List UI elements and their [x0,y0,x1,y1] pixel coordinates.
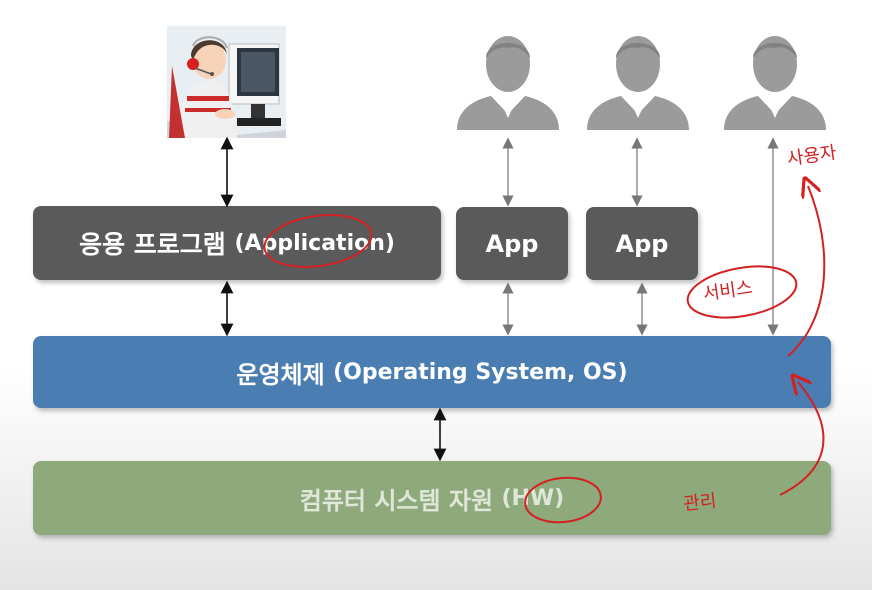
app-label: App [485,229,539,258]
operator-photo [167,26,286,138]
user-icon [583,30,693,130]
app-label: App [615,229,669,258]
os-layer-box: 운영체제 (Operating System, OS) [33,336,831,408]
application-layer-box: 응용 프로그램 (Application) [33,206,441,280]
hw-layer-box: 컴퓨터 시스템 자원 (HW) [33,461,831,535]
app-box-2: App [586,207,698,280]
application-sub-label: (Application) [234,230,395,256]
annotation-user: 사용자 [786,142,839,170]
application-label: 응용 프로그램 [79,230,226,259]
os-label: 운영체제 [236,360,325,389]
os-sub-label: (Operating System, OS) [333,359,628,385]
user-icon [720,30,830,130]
hw-label: 컴퓨터 시스템 자원 [299,486,494,515]
hw-sub-label: (HW) [501,485,565,511]
service-curve-arrow [787,186,826,357]
annotation-service: 서비스 [702,277,754,305]
app-box-1: App [456,207,568,280]
user-icon [453,30,563,130]
highlight-circle-service [686,265,798,319]
